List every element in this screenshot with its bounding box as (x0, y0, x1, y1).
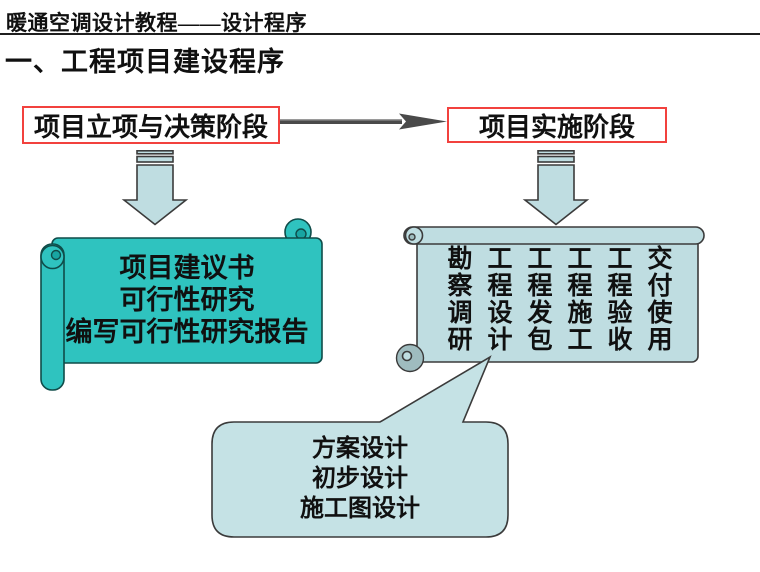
scroll-top-roll (403, 226, 705, 245)
flow-arrow-highlight (280, 119, 402, 121)
stage-box-decision-label: 项目立项与决策阶段 (33, 112, 268, 142)
decision-line: 可行性研究 (119, 285, 255, 315)
decision-line: 编写可行性研究报告 (65, 317, 309, 347)
design-line: 施工图设计 (300, 496, 420, 522)
implementation-column: 交付使用 (644, 245, 671, 353)
horizontal-scroll-shape (395, 226, 705, 373)
implementation-column: 勘察调研 (444, 245, 471, 353)
down-arrow-right-icon (522, 150, 590, 226)
section-heading: 一、工程项目建设程序 (5, 47, 285, 77)
stage-box-implementation: 项目实施阶段 (447, 107, 667, 143)
stage-box-implementation-label: 项目实施阶段 (478, 112, 635, 142)
title-divider (0, 33, 760, 35)
vertical-scroll-shape (40, 218, 323, 391)
decision-scroll-text: 项目建议书 可行性研究 编写可行性研究报告 (52, 252, 322, 348)
decision-line: 项目建议书 (119, 253, 255, 283)
implementation-column: 工程发包 (524, 245, 551, 353)
design-line: 初步设计 (312, 466, 408, 492)
flow-arrow-icon (280, 113, 447, 130)
design-callout-shape (211, 355, 509, 538)
callout-bubble (211, 355, 509, 538)
flow-arrow-head (399, 113, 447, 130)
implementation-column: 工程施工 (564, 245, 591, 353)
implementation-column: 工程设计 (484, 245, 511, 353)
scroll-left-roll (40, 243, 65, 391)
implementation-scroll-columns: 勘察调研 工程设计 工程发包 工程施工 工程验收 交付使用 (444, 245, 671, 355)
down-arrow-left-icon (121, 150, 189, 226)
flow-arrow-shaft (280, 119, 402, 124)
implementation-column: 工程验收 (604, 245, 631, 353)
page-title: 暖通空调设计教程——设计程序 (6, 11, 307, 35)
design-callout-text: 方案设计 初步设计 施工图设计 (212, 434, 508, 524)
design-line: 方案设计 (312, 436, 408, 462)
stage-box-decision: 项目立项与决策阶段 (22, 106, 280, 144)
